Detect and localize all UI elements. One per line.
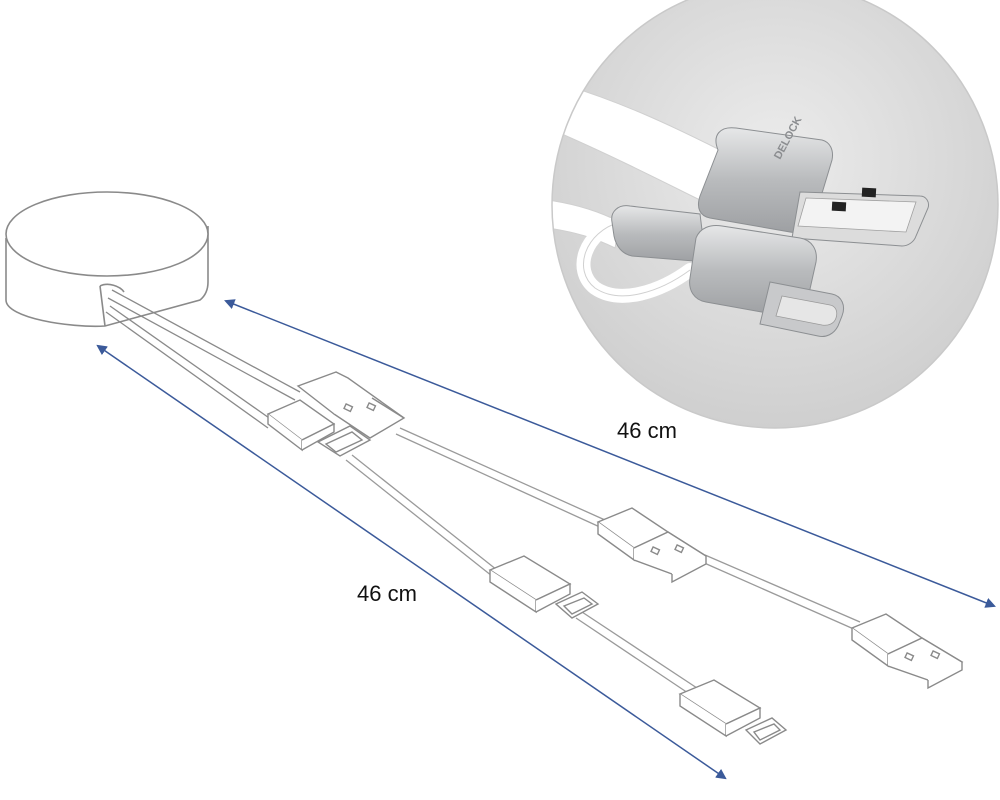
usb-a-plug-middle	[596, 507, 708, 584]
usb-c-plug-middle	[488, 555, 600, 619]
cable-length-label-left: 46 cm	[357, 581, 417, 606]
dimension-arrow-left	[96, 344, 727, 780]
cable-length-label-right: 46 cm	[617, 418, 677, 443]
usb-c-plug-end	[678, 679, 788, 745]
detail-inset: DELOCK	[551, 0, 999, 429]
usb-c-adapter-housing	[611, 205, 707, 263]
usb-a-plug-end	[850, 613, 964, 690]
cable-reel	[5, 191, 209, 328]
